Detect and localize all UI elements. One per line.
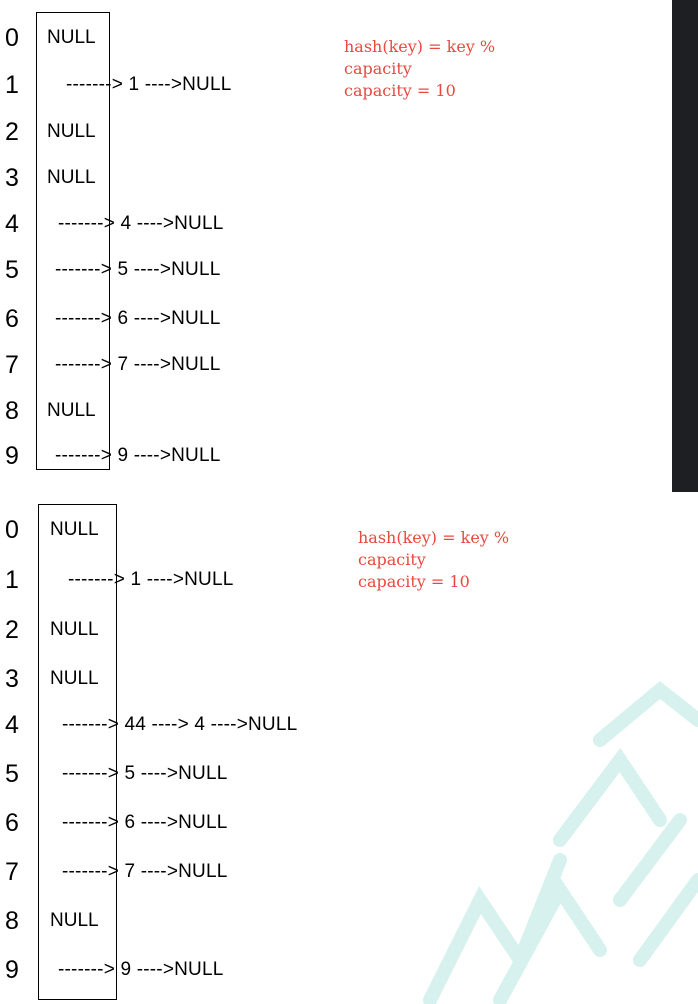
bucket-chain: -------> 7 ---->NULL: [55, 354, 221, 375]
bucket-index: 6: [5, 305, 19, 333]
bucket-null-label: NULL: [50, 668, 99, 689]
bucket-index: 2: [5, 616, 19, 644]
bucket-index: 0: [5, 24, 19, 52]
bucket-index: 6: [5, 809, 19, 837]
bucket-null-label: NULL: [47, 121, 96, 142]
bucket-null-label: NULL: [47, 167, 96, 188]
bucket-null-label: NULL: [50, 519, 99, 540]
bucket-chain: -------> 1 ---->NULL: [66, 74, 232, 95]
bucket-chain: -------> 4 ---->NULL: [58, 213, 224, 234]
bucket-index: 5: [5, 256, 19, 284]
bucket-chain: -------> 1 ---->NULL: [68, 569, 234, 590]
bucket-index: 8: [5, 907, 19, 935]
bucket-index: 3: [5, 665, 19, 693]
hash-table-before: 0 NULL 1 -------> 1 ---->NULL 2 NULL 3 N…: [0, 0, 495, 470]
bucket-chain: -------> 9 ---->NULL: [55, 445, 221, 466]
bucket-null-label: NULL: [47, 400, 96, 421]
bucket-chain: -------> 6 ---->NULL: [55, 308, 221, 329]
bucket-index: 4: [5, 711, 19, 739]
bucket-index: 1: [5, 566, 19, 594]
hash-formula: hash(key) = key % capacity capacity = 10: [358, 527, 509, 593]
bucket-index: 4: [5, 210, 19, 238]
bucket-array-box: [36, 12, 110, 470]
bucket-chain: -------> 9 ---->NULL: [58, 959, 224, 980]
bucket-index: 2: [5, 118, 19, 146]
bucket-index: 0: [5, 516, 19, 544]
formula-line: capacity = 10: [358, 572, 470, 591]
bucket-chain: -------> 6 ---->NULL: [62, 812, 228, 833]
bucket-chain: -------> 7 ---->NULL: [62, 861, 228, 882]
bucket-index: 9: [5, 956, 19, 984]
bucket-null-label: NULL: [50, 910, 99, 931]
bucket-index: 3: [5, 164, 19, 192]
bucket-index: 7: [5, 858, 19, 886]
bucket-array-box: [38, 504, 117, 1000]
dark-side-panel: [672, 0, 698, 492]
bucket-null-label: NULL: [47, 27, 96, 48]
bucket-null-label: NULL: [50, 619, 99, 640]
formula-line: capacity: [344, 59, 412, 78]
formula-line: capacity = 10: [344, 81, 456, 100]
formula-line: hash(key) = key %: [344, 37, 496, 56]
bucket-index: 7: [5, 351, 19, 379]
bucket-chain: -------> 44 ----> 4 ---->NULL: [62, 714, 298, 735]
formula-line: capacity: [358, 550, 426, 569]
hash-formula: hash(key) = key % capacity capacity = 10: [344, 36, 495, 102]
bucket-index: 5: [5, 760, 19, 788]
formula-line: hash(key) = key %: [358, 528, 510, 547]
bucket-index: 8: [5, 397, 19, 425]
hash-table-after: 0 NULL 1 -------> 1 ---->NULL 2 NULL 3 N…: [0, 492, 509, 1000]
bucket-chain: -------> 5 ---->NULL: [55, 259, 221, 280]
bucket-index: 1: [5, 71, 19, 99]
bucket-index: 9: [5, 442, 19, 470]
bucket-chain: -------> 5 ---->NULL: [62, 763, 228, 784]
